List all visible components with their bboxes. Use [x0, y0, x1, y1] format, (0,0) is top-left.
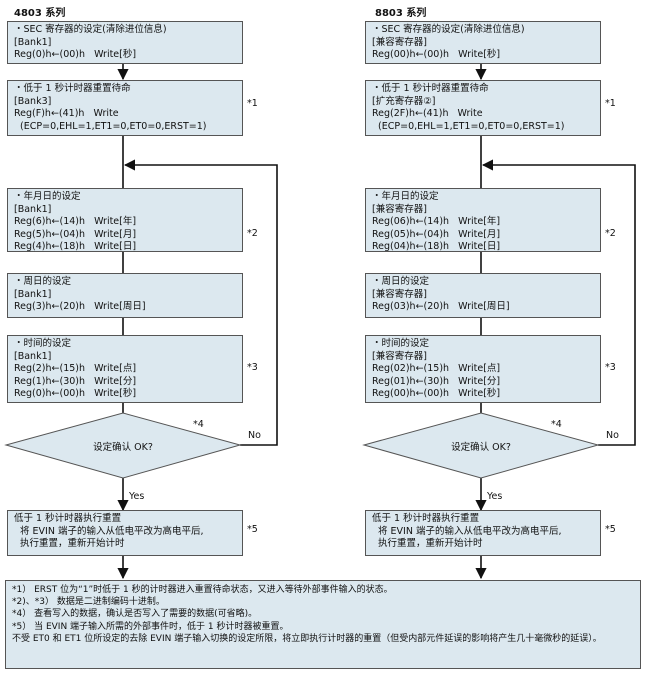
left-decision-label: 设定确认 OK?: [93, 442, 153, 453]
left-no-label: No: [248, 430, 261, 441]
box-line: Reg(06)h←(14)h Write[年]: [372, 216, 501, 227]
left-ref-5: *5: [247, 524, 258, 535]
box-line: Reg(2)h←(15)h Write[点]: [14, 363, 137, 374]
box-line: ・低于 1 秒计时器重置待命: [14, 83, 131, 94]
right-ref-5: *5: [605, 524, 616, 535]
box-line: [Bank3]: [14, 95, 52, 107]
footnote-extra: 不受 ET0 和 ET1 位所设定的去除 EVIN 端子输入切换的设定所限，将立…: [12, 633, 602, 644]
box-line: Reg(00)h←(00)h Write[秒]: [372, 388, 501, 399]
right-series-title: 8803 系列: [375, 8, 427, 19]
left-sec-register-box: ・SEC 寄存器的设定(清除进位信息) [Bank1] Reg(0)h←(00)…: [7, 21, 243, 64]
box-line: Reg(1)h←(30)h Write[分]: [14, 375, 137, 387]
left-ref-1: *1: [247, 98, 258, 109]
right-decision-label: 设定确认 OK?: [451, 442, 511, 453]
box-line: ・时间的设定: [372, 338, 430, 349]
footnote-5: *5） 当 EVIN 端子输入所需的外部事件时，低于 1 秒计时器被重置。: [12, 621, 289, 632]
right-yes-label: Yes: [487, 491, 503, 502]
left-time-setting-box: ・时间的设定 [Bank1] Reg(2)h←(15)h Write[点] Re…: [7, 335, 243, 403]
box-line: (ECP=0,EHL=1,ET1=0,ET0=0,ERST=1): [372, 120, 565, 132]
left-timer-reset-execute-box: 低于 1 秒计时器执行重置 将 EVIN 端子的输入从低电平改为高电平后, 执行…: [7, 510, 243, 556]
box-line: Reg(00)h←(00)h Write[秒]: [372, 49, 501, 60]
box-line: Reg(4)h←(18)h Write[日]: [14, 241, 137, 252]
box-line: ・低于 1 秒计时器重置待命: [372, 83, 489, 94]
right-ref-1: *1: [605, 98, 616, 109]
box-line: Reg(0)h←(00)h Write[秒]: [14, 49, 137, 60]
left-flow-wires: [117, 64, 278, 580]
box-line: ・年月日的设定: [14, 191, 81, 202]
footnote-2-3: *2)、*3） 数据是二进制编码十进制。: [12, 597, 165, 608]
right-sec-register-box: ・SEC 寄存器的设定(清除进位信息) [兼容寄存器] Reg(00)h←(00…: [365, 21, 601, 64]
box-line: [扩充寄存器②]: [372, 95, 436, 107]
box-line: 低于 1 秒计时器执行重置: [372, 513, 480, 524]
right-flow-wires: [475, 64, 636, 580]
box-line: [Bank1]: [14, 288, 52, 300]
box-line: 将 EVIN 端子的输入从低电平改为高电平后,: [372, 525, 562, 537]
left-decision-diamond: [4, 412, 242, 479]
box-line: ・时间的设定: [14, 338, 72, 349]
box-line: Reg(2F)h←(41)h Write: [372, 108, 483, 119]
box-line: Reg(6)h←(14)h Write[年]: [14, 216, 137, 227]
footnotes-box: *1） ERST 位为“1”时低于 1 秒的计时器进入重置待命状态，又进入等待外…: [5, 580, 641, 669]
box-line: ・SEC 寄存器的设定(清除进位信息): [372, 24, 525, 35]
footnote-1: *1） ERST 位为“1”时低于 1 秒的计时器进入重置待命状态，又进入等待外…: [12, 585, 393, 595]
right-ref-2: *2: [605, 228, 616, 239]
right-weekday-setting-box: ・周日的设定 [兼容寄存器] Reg(03)h←(20)h Write[周日]: [365, 273, 601, 318]
box-line: Reg(3)h←(20)h Write[周日]: [14, 301, 146, 312]
box-line: Reg(5)h←(04)h Write[月]: [14, 228, 137, 240]
left-timer-reset-standby-box: ・低于 1 秒计时器重置待命 [Bank3] Reg(F)h←(41)h Wri…: [7, 80, 243, 136]
left-ref-2: *2: [247, 228, 258, 239]
box-line: ・SEC 寄存器的设定(清除进位信息): [14, 24, 167, 35]
left-series-title: 4803 系列: [14, 8, 66, 19]
box-line: 执行重置，重新开始计时: [372, 538, 483, 549]
box-line: ・年月日的设定: [372, 191, 439, 202]
box-line: Reg(03)h←(20)h Write[周日]: [372, 301, 510, 312]
left-yes-label: Yes: [129, 491, 145, 502]
box-line: [Bank1]: [14, 36, 52, 48]
box-line: [兼容寄存器]: [372, 288, 427, 300]
left-date-setting-box: ・年月日的设定 [Bank1] Reg(6)h←(14)h Write[年] R…: [7, 188, 243, 252]
right-decision-diamond: [362, 412, 600, 479]
box-line: Reg(05)h←(04)h Write[月]: [372, 228, 501, 240]
box-line: 低于 1 秒计时器执行重置: [14, 513, 122, 524]
box-line: 执行重置，重新开始计时: [14, 538, 125, 549]
right-no-label: No: [606, 430, 619, 441]
right-date-setting-box: ・年月日的设定 [兼容寄存器] Reg(06)h←(14)h Write[年] …: [365, 188, 601, 252]
right-ref-4: *4: [551, 419, 562, 430]
footnote-4: *4） 查看写入的数据，确认是否写入了需要的数据(可省略)。: [12, 609, 258, 620]
box-line: (ECP=0,EHL=1,ET1=0,ET0=0,ERST=1): [14, 120, 207, 132]
box-line: [兼容寄存器]: [372, 36, 427, 48]
box-line: 将 EVIN 端子的输入从低电平改为高电平后,: [14, 525, 204, 537]
left-weekday-setting-box: ・周日的设定 [Bank1] Reg(3)h←(20)h Write[周日]: [7, 273, 243, 318]
left-ref-3: *3: [247, 362, 258, 373]
left-ref-4: *4: [193, 419, 204, 430]
right-ref-3: *3: [605, 362, 616, 373]
box-line: Reg(01)h←(30)h Write[分]: [372, 375, 501, 387]
right-timer-reset-standby-box: ・低于 1 秒计时器重置待命 [扩充寄存器②] Reg(2F)h←(41)h W…: [365, 80, 601, 136]
box-line: Reg(04)h←(18)h Write[日]: [372, 241, 501, 252]
box-line: ・周日的设定: [372, 276, 430, 287]
right-timer-reset-execute-box: 低于 1 秒计时器执行重置 将 EVIN 端子的输入从低电平改为高电平后, 执行…: [365, 510, 601, 556]
box-line: [兼容寄存器]: [372, 350, 427, 362]
box-line: Reg(02)h←(15)h Write[点]: [372, 363, 501, 374]
right-time-setting-box: ・时间的设定 [兼容寄存器] Reg(02)h←(15)h Write[点] R…: [365, 335, 601, 403]
box-line: [兼容寄存器]: [372, 203, 427, 215]
box-line: [Bank1]: [14, 203, 52, 215]
box-line: [Bank1]: [14, 350, 52, 362]
box-line: Reg(F)h←(41)h Write: [14, 108, 119, 119]
box-line: Reg(0)h←(00)h Write[秒]: [14, 388, 137, 399]
box-line: ・周日的设定: [14, 276, 72, 287]
